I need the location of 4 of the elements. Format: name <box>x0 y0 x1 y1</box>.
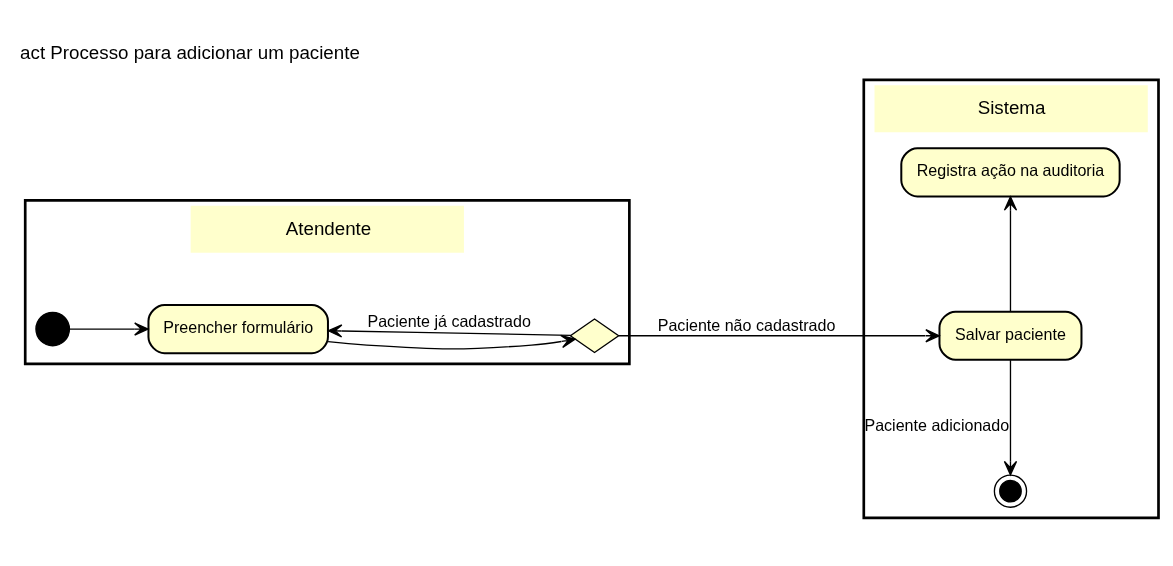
edge-label: Paciente adicionado <box>864 415 1010 434</box>
edge-label: Paciente já cadastrado <box>367 311 531 330</box>
edge-label: Paciente não cadastrado <box>657 315 836 334</box>
diagram-title: act Processo para adicionar um paciente <box>20 41 360 63</box>
